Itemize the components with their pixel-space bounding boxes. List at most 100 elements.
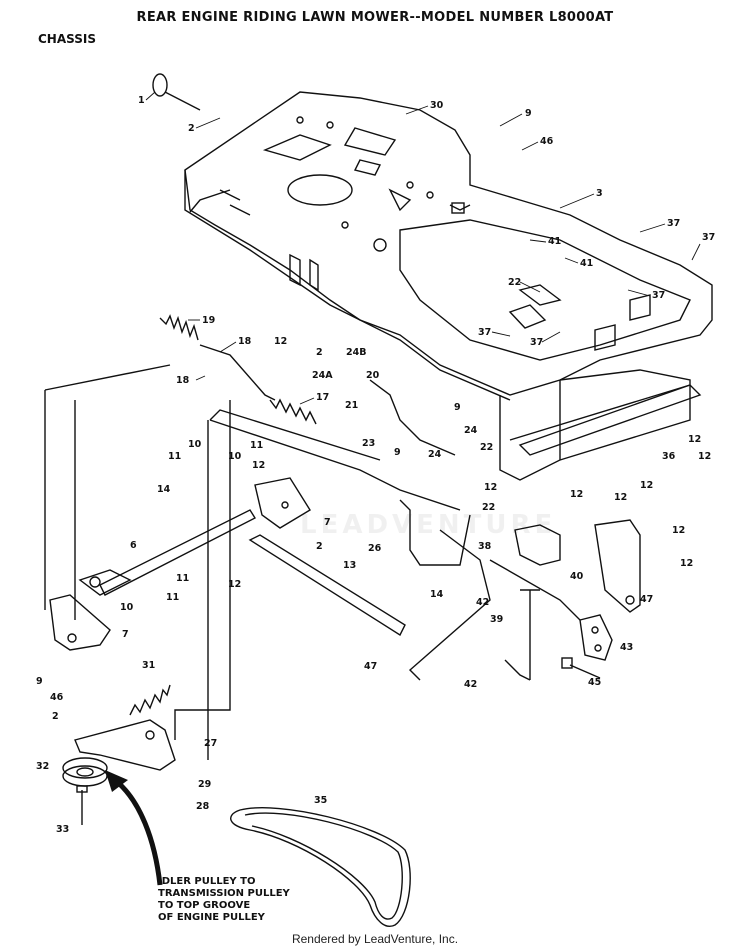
callout-9: 9 [525,108,532,119]
callout-20: 20 [366,370,380,381]
control-cables [44,364,581,760]
callout-6: 6 [130,540,137,551]
callout-46: 46 [50,692,64,703]
bracket-26 [399,499,471,566]
callout-12: 12 [228,579,241,590]
callout-28: 28 [196,801,210,812]
callout-32: 32 [36,761,49,772]
callout-12: 12 [614,492,627,503]
callout-29: 29 [198,779,211,790]
note-line: TO TOP GROOVE [158,900,251,911]
callout-24: 24 [464,425,478,436]
bracket-38 [514,524,561,566]
note-line: TRANSMISSION PULLEY [158,888,290,899]
callout-37: 37 [530,337,543,348]
callout-2: 2 [316,541,323,552]
callout-24b: 24B [346,347,366,358]
callout-7: 7 [324,517,331,528]
callout-46: 46 [540,136,554,147]
callout-12: 12 [570,489,583,500]
bolt-33 [76,785,88,825]
callout-18: 18 [176,375,190,386]
callout-labels: 1 2 30 9 46 3 37 37 41 41 22 37 37 37 19… [36,91,715,835]
callout-18: 18 [238,336,252,347]
note-line: OF ENGINE PULLEY [158,912,265,923]
callout-22: 22 [480,442,493,453]
callout-11: 11 [166,592,179,603]
bolt-45 [561,657,601,679]
diagram-title: REAR ENGINE RIDING LAWN MOWER--MODEL NUM… [136,10,614,25]
callout-9: 9 [454,402,461,413]
watermark: LEADVENTURE [300,510,557,540]
callout-24: 24 [428,449,442,460]
section-label: CHASSIS [38,32,96,46]
idler-bracket-27 [74,719,176,771]
callout-22: 22 [482,502,495,513]
callout-11: 11 [176,573,189,584]
callout-42: 42 [476,597,489,608]
callout-21: 21 [345,400,358,411]
lever-shaft [78,509,256,596]
callout-37: 37 [478,327,491,338]
belt-routing-arrow [105,770,163,886]
callout-12: 12 [484,482,497,493]
callout-10: 10 [188,439,202,450]
callout-47: 47 [640,594,653,605]
callout-30: 30 [430,100,444,111]
callout-41: 41 [580,258,593,269]
spring-31 [129,684,171,716]
callout-40: 40 [570,571,584,582]
callout-14: 14 [430,589,444,600]
callout-19: 19 [202,315,215,326]
callout-22: 22 [508,277,521,288]
callout-9: 9 [36,676,43,687]
spring-17 [269,398,317,425]
bracket-7-left [49,594,111,651]
callout-2: 2 [316,347,323,358]
callout-2: 2 [52,711,59,722]
footer-credit: Rendered by LeadVenture, Inc. [291,932,459,946]
callout-12: 12 [252,460,265,471]
callout-3: 3 [596,188,603,199]
callout-2: 2 [188,123,195,134]
callout-7: 7 [122,629,129,640]
callout-43: 43 [620,642,633,653]
callout-31: 31 [142,660,155,671]
belt-35 [230,807,411,927]
bracket-40 [594,519,641,613]
callout-23: 23 [362,438,375,449]
idler-pulley-32 [62,757,108,787]
callout-12: 12 [274,336,287,347]
callout-38: 38 [478,541,492,552]
callout-11: 11 [168,451,181,462]
note-line: IDLER PULLEY TO [158,876,256,887]
callout-1: 1 [138,95,145,106]
callout-17: 17 [316,392,329,403]
callout-12: 12 [680,558,693,569]
callout-47: 47 [364,661,377,672]
callout-12: 12 [672,525,685,536]
callout-26: 26 [368,543,382,554]
eyebolt-1 [152,73,201,111]
rear-axle-bar [248,384,702,637]
spring-19 [159,314,199,341]
callout-12: 12 [640,480,653,491]
callout-39: 39 [490,614,503,625]
callout-9: 9 [394,447,401,458]
bracket-43 [579,614,613,661]
shift-rod [199,344,461,511]
brake-rod-39 [504,589,540,681]
callout-10: 10 [120,602,134,613]
callout-35: 35 [314,795,327,806]
belt-routing-note: IDLER PULLEY TO TRANSMISSION PULLEY TO T… [158,876,290,924]
bracket-7-right [254,477,311,529]
callout-14: 14 [157,484,171,495]
callout-13: 13 [343,560,356,571]
callout-45: 45 [588,677,601,688]
callout-42: 42 [464,679,477,690]
callout-11: 11 [250,440,263,451]
callout-36: 36 [662,451,676,462]
callout-37: 37 [667,218,680,229]
callout-41: 41 [548,236,561,247]
